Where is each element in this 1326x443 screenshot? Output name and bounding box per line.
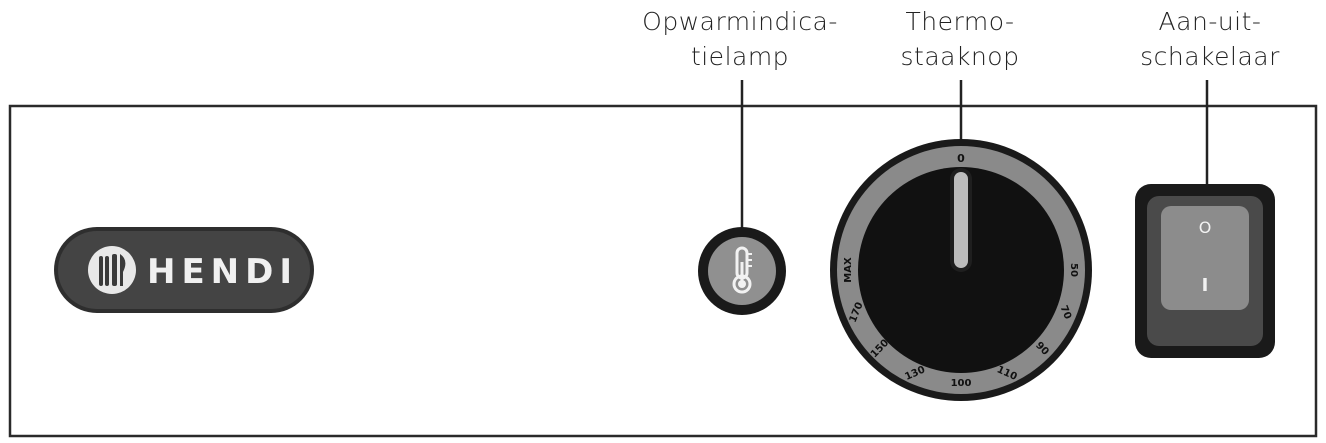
dial-scale-label-4: 100 — [951, 378, 972, 389]
dial-pointer — [954, 172, 968, 268]
label-thermostat-knob: Thermo- staaknop — [880, 4, 1040, 74]
label-heating-indicator-line1: Opwarmindica- — [642, 7, 838, 36]
thermometer-icon — [732, 246, 752, 294]
switch-rocker[interactable] — [1161, 206, 1249, 310]
label-thermostat-knob-line1: Thermo- — [905, 7, 1015, 36]
heating-indicator-lamp — [698, 227, 786, 315]
label-power-switch-line2: schakelaar — [1140, 42, 1280, 71]
label-power-switch-line1: Aan-uit- — [1158, 7, 1262, 36]
label-heating-indicator: Opwarmindica- tielamp — [640, 4, 840, 74]
switch-off-symbol: O — [1199, 218, 1212, 237]
cutlery-icon — [88, 246, 136, 294]
dial-scale-label-7: 70 — [1058, 304, 1073, 321]
switch-on-symbol: I — [1202, 275, 1209, 296]
label-power-switch: Aan-uit- schakelaar — [1125, 4, 1295, 74]
dial-mark-zero: 0 — [957, 152, 965, 165]
dial-scale-label-0: MAX — [843, 257, 854, 283]
logo-text: HENDI — [147, 252, 298, 292]
power-switch[interactable]: O I — [1135, 184, 1275, 358]
label-thermostat-knob-line2: staaknop — [900, 42, 1020, 71]
control-panel — [8, 104, 1318, 438]
hendi-logo: HENDI — [54, 227, 314, 313]
dial-scale-label-8: 50 — [1068, 263, 1079, 277]
label-heating-indicator-line2: tielamp — [690, 42, 790, 71]
